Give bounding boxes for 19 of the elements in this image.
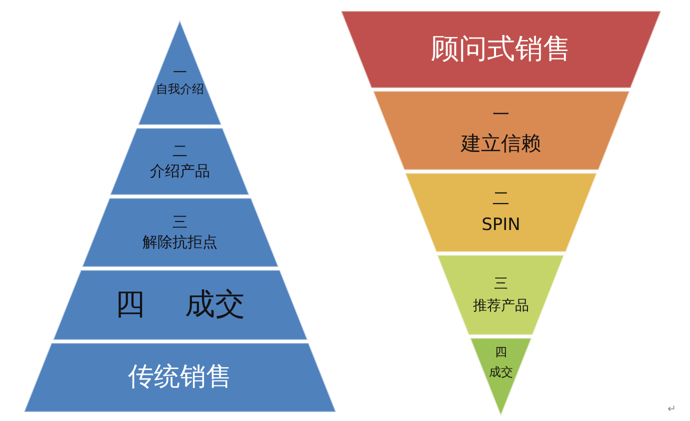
tier-label: 四 — [494, 346, 507, 360]
tier-label: 顾问式销售 — [431, 33, 571, 66]
tier-label: 三 — [494, 276, 508, 292]
tier-label: 介绍产品 — [150, 162, 210, 180]
tier-label: 传统销售 — [128, 362, 232, 392]
tier-label: 自我介绍 — [156, 83, 204, 97]
tier-label: 建立信赖 — [460, 132, 541, 155]
tier-label: 一 — [492, 106, 510, 126]
tier-label: 推荐产品 — [472, 298, 529, 314]
tier-label: SPIN — [482, 216, 520, 236]
tier-label: 四 — [114, 288, 145, 322]
tier-label: 二 — [172, 143, 188, 160]
tier-label: 三 — [172, 214, 188, 232]
paragraph-mark: ↵ — [668, 404, 676, 415]
tier-label: 成交 — [488, 366, 513, 380]
tier-label: 成交 — [184, 288, 245, 322]
tier-label: 二 — [492, 190, 510, 210]
tier-label: 一 — [172, 65, 187, 82]
tier-label: 解除抗拒点 — [142, 234, 218, 251]
